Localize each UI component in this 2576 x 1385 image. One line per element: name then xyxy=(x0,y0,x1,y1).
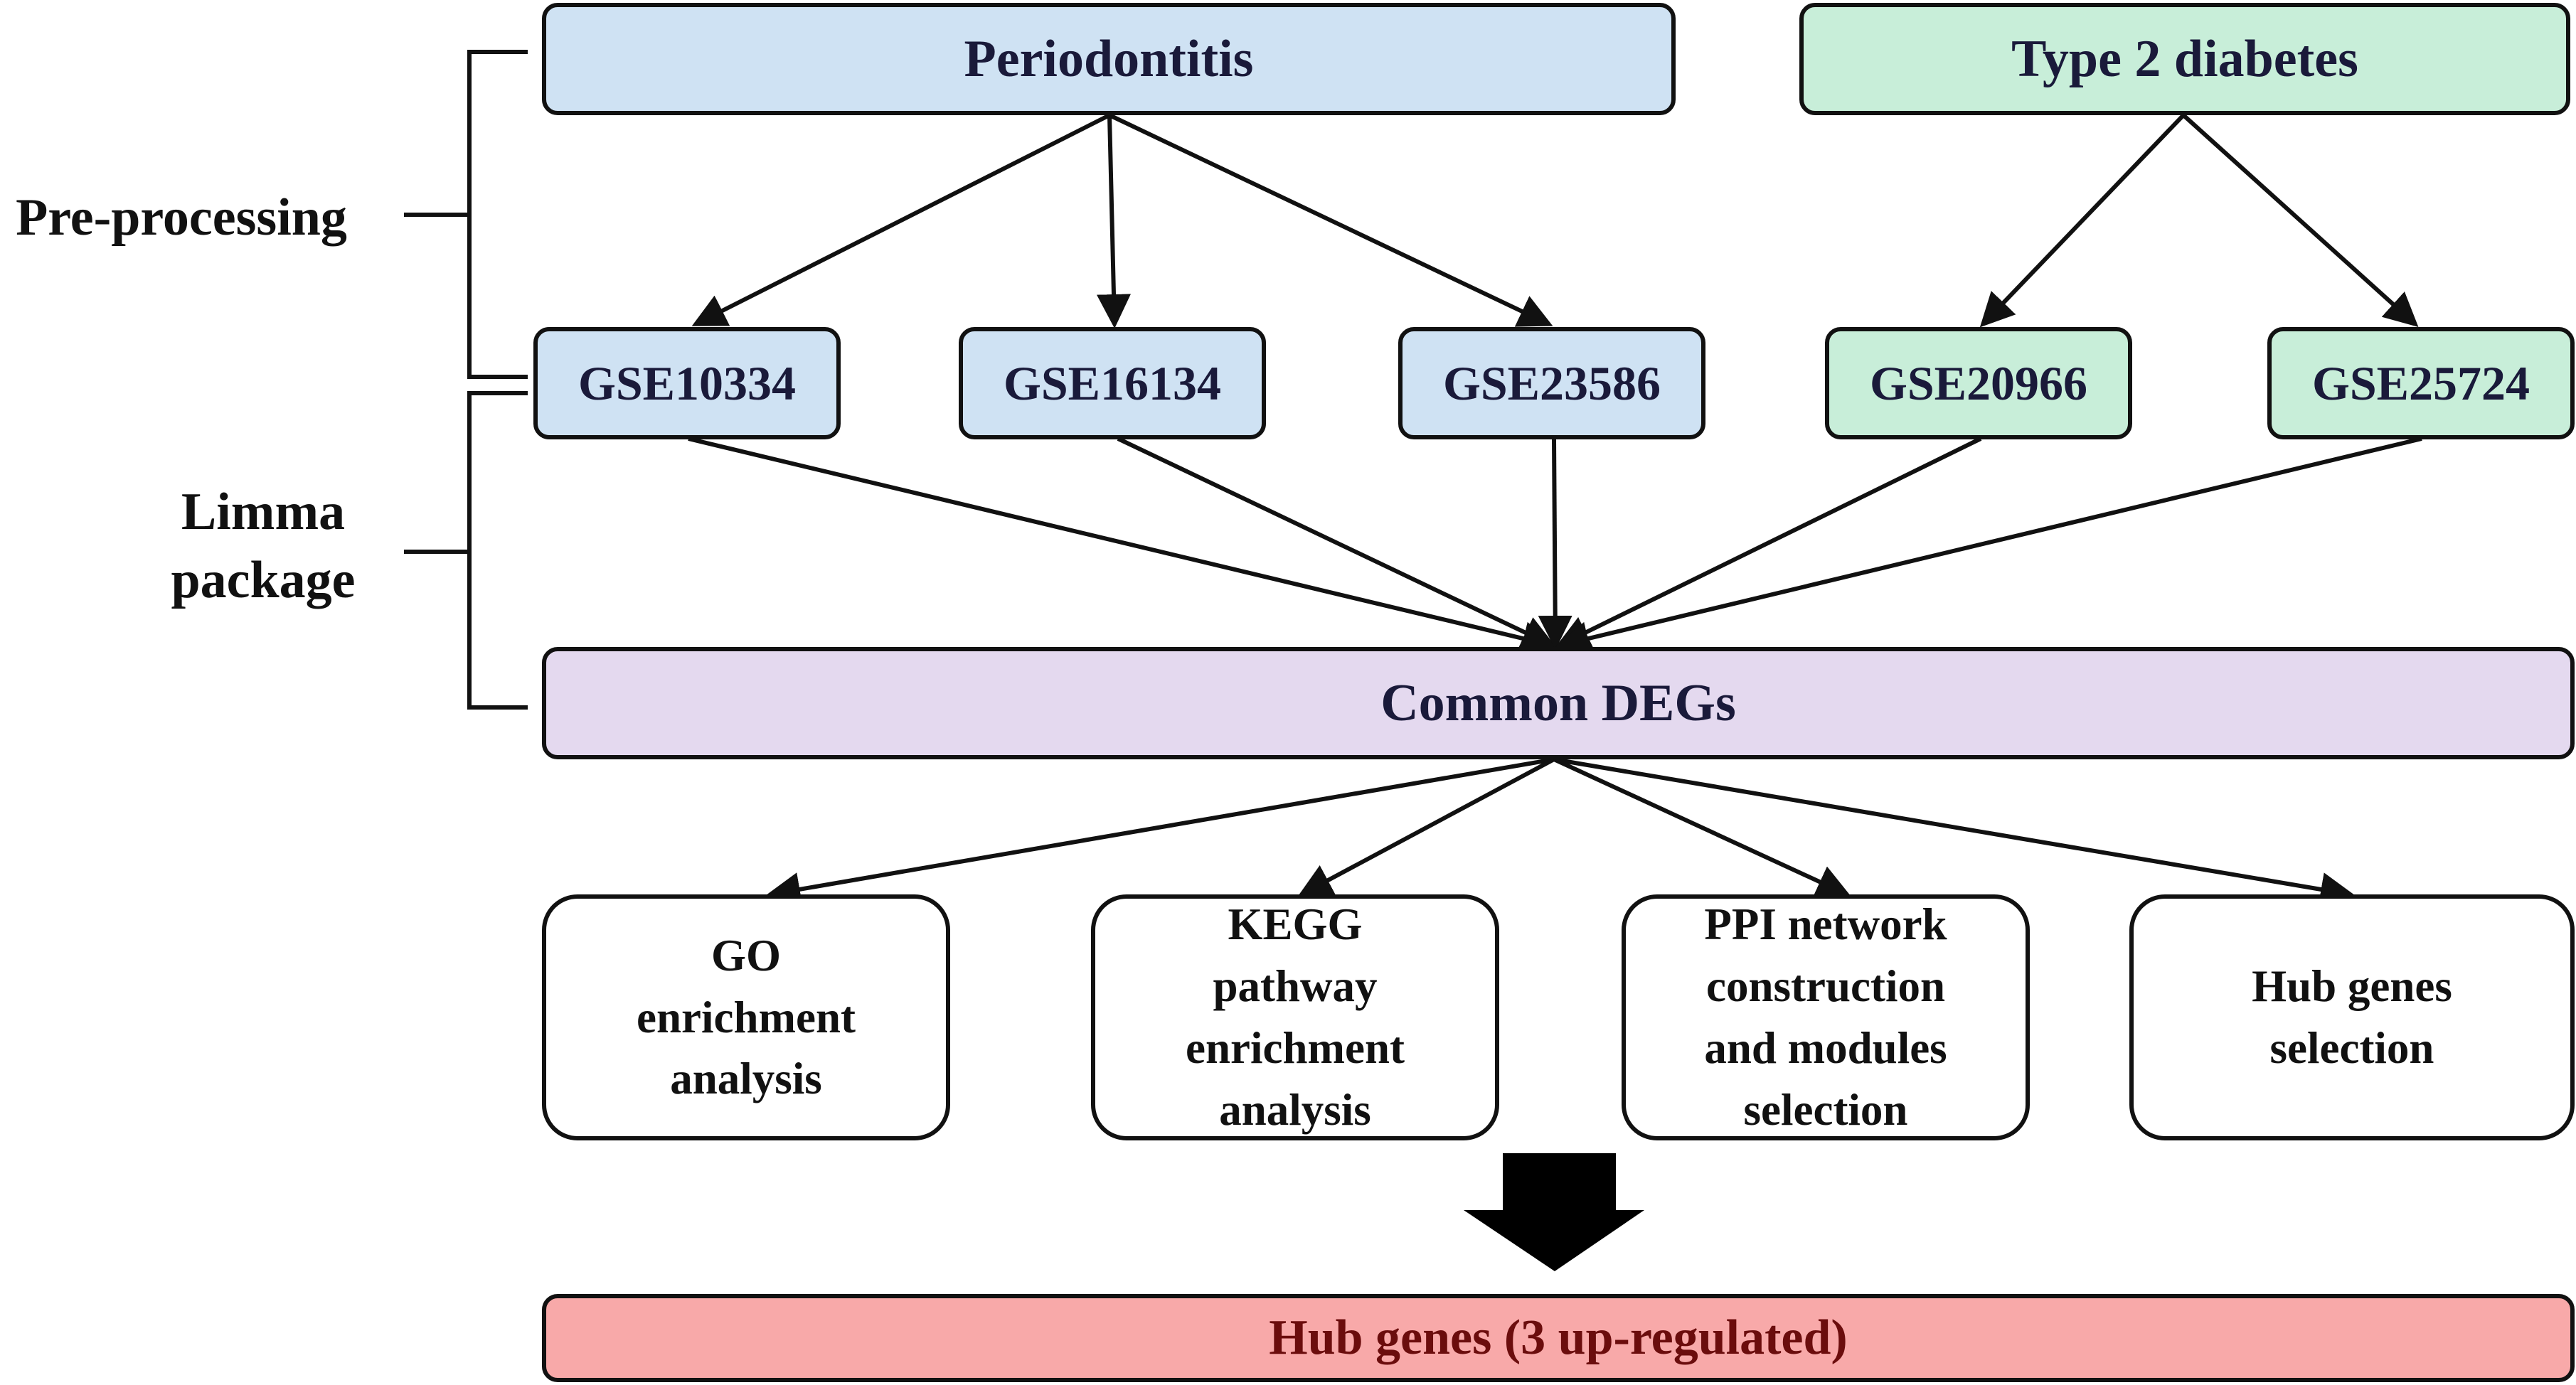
common-degs-label: Common DEGs xyxy=(1380,673,1736,732)
arrow-gse20966-common xyxy=(1555,437,1982,648)
hub-genes-result-label: Hub genes (3 up-regulated) xyxy=(1269,1310,1848,1365)
gse23586-label: GSE23586 xyxy=(1442,355,1661,410)
arrow-perio-gse23586 xyxy=(1108,113,1553,327)
gse23586-box: GSE23586 xyxy=(1398,327,1705,439)
go-line-1: GO xyxy=(710,930,781,980)
preprocessing-label: Pre-processing xyxy=(0,183,363,252)
arrow-t2d-gse20966 xyxy=(1979,113,2186,328)
type2-diabetes-box: Type 2 diabetes xyxy=(1799,3,2570,115)
ppi-line-1: PPI network xyxy=(1704,899,1947,950)
arrow-gse25724-common xyxy=(1555,437,2422,656)
arrow-perio-gse16134 xyxy=(1097,114,1131,328)
type2-diabetes-label: Type 2 diabetes xyxy=(2011,29,2358,88)
kegg-enrichment-box: KEGG pathway enrichment analysis xyxy=(1091,894,1499,1140)
limma-line1: Limma xyxy=(181,483,346,541)
gse10334-box: GSE10334 xyxy=(533,327,841,439)
preprocessing-text: Pre-processing xyxy=(16,188,347,247)
arrow-common-hub xyxy=(1553,757,2355,907)
arrow-gse16134-common xyxy=(1117,437,1557,648)
block-arrow-down xyxy=(1464,1153,1644,1271)
ppi-line-2: construction xyxy=(1706,961,1945,1012)
limma-line2: package xyxy=(171,551,356,610)
preprocessing-bracket xyxy=(467,50,528,379)
limma-bracket xyxy=(467,391,528,710)
kegg-line-4: analysis xyxy=(1219,1084,1371,1135)
gse16134-label: GSE16134 xyxy=(1003,355,1222,410)
arrow-common-kegg xyxy=(1297,757,1555,897)
limma-label: Limma package xyxy=(164,478,363,614)
go-line-2: enrichment xyxy=(637,992,856,1042)
periodontitis-box: Periodontitis xyxy=(542,3,1676,115)
ppi-line-4: selection xyxy=(1743,1084,1908,1135)
arrow-t2d-gse25724 xyxy=(2181,113,2419,328)
common-degs-box: Common DEGs xyxy=(542,647,2575,759)
kegg-line-3: enrichment xyxy=(1186,1023,1405,1073)
gse25724-label: GSE25724 xyxy=(2311,355,2530,410)
gse25724-box: GSE25724 xyxy=(2267,327,2575,439)
arrow-perio-gse10334 xyxy=(691,113,1111,326)
arrow-gse10334-common xyxy=(688,437,1557,656)
ppi-network-box: PPI network construction and modules sel… xyxy=(1622,894,2030,1140)
kegg-line-1: KEGG xyxy=(1228,899,1363,950)
go-enrichment-box: GO enrichment analysis xyxy=(542,894,950,1140)
hub-genes-result-box: Hub genes (3 up-regulated) xyxy=(542,1294,2575,1382)
hub-selection-line-1: Hub genes xyxy=(2252,961,2452,1012)
kegg-line-2: pathway xyxy=(1213,961,1378,1012)
gse20966-label: GSE20966 xyxy=(1869,355,2088,410)
periodontitis-label: Periodontitis xyxy=(964,29,1254,88)
arrow-common-go xyxy=(766,757,1555,907)
ppi-line-3: and modules xyxy=(1704,1023,1947,1073)
gse10334-label: GSE10334 xyxy=(578,355,797,410)
hub-selection-line-2: selection xyxy=(2269,1023,2434,1073)
arrow-common-ppi xyxy=(1553,757,1851,898)
go-line-3: analysis xyxy=(670,1054,822,1104)
hub-genes-selection-box: Hub genes selection xyxy=(2129,894,2575,1140)
gse16134-box: GSE16134 xyxy=(959,327,1266,439)
gse20966-box: GSE20966 xyxy=(1825,327,2132,439)
arrow-gse23586-common xyxy=(1538,438,1572,650)
